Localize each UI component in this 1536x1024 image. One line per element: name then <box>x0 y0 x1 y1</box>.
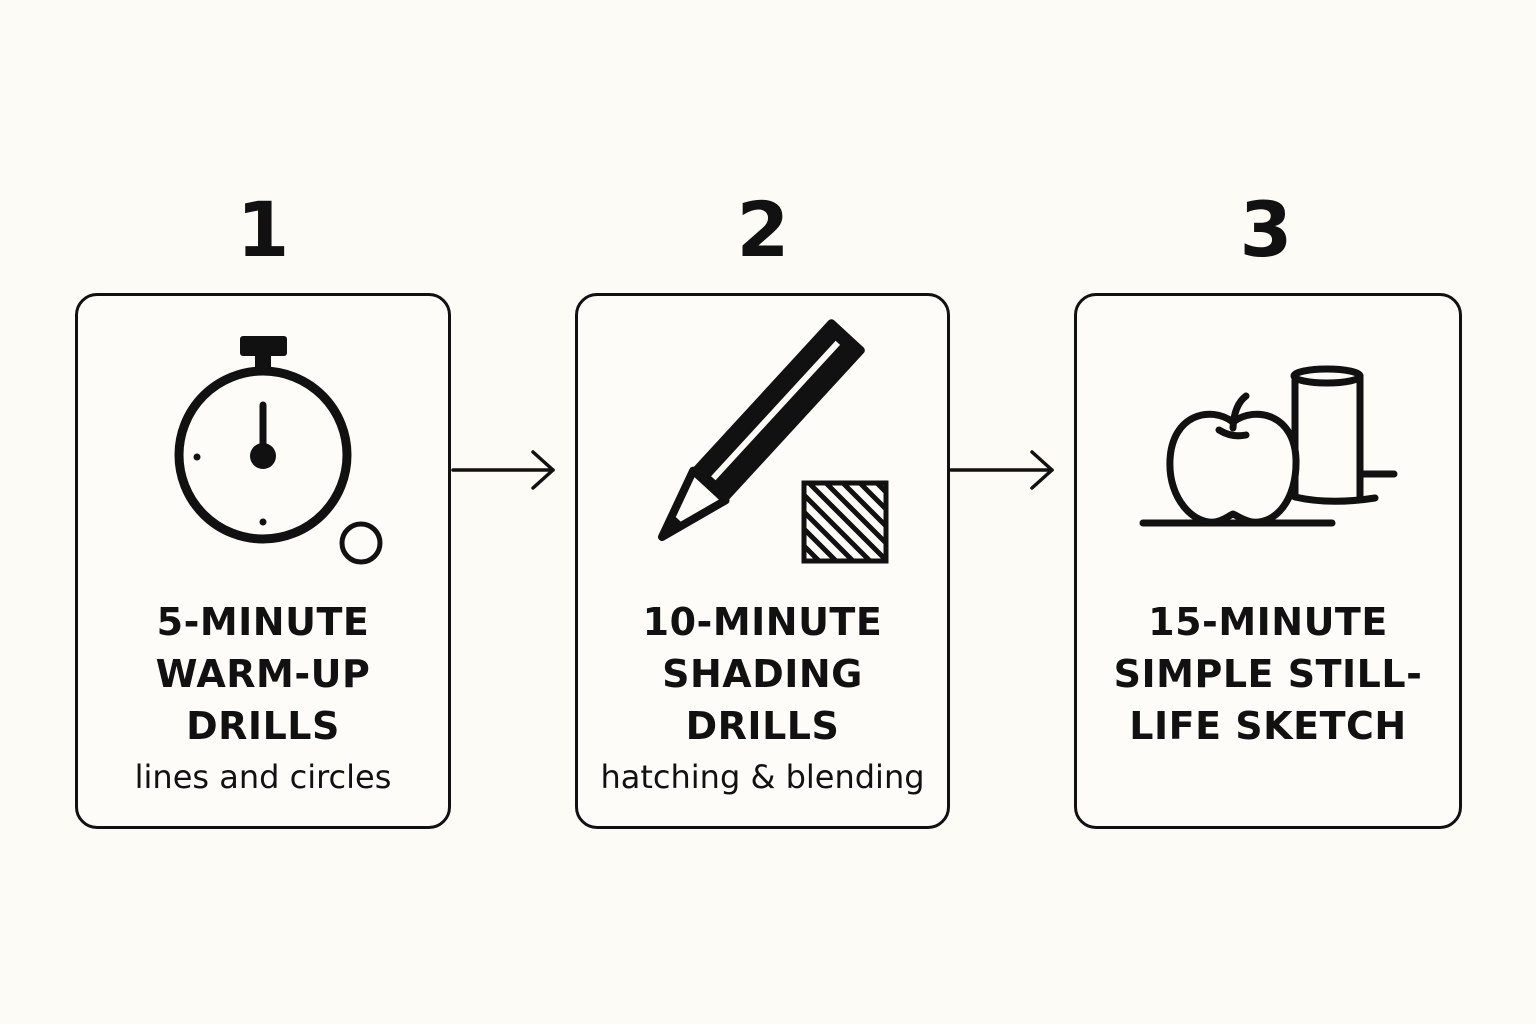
arrow-right-icon <box>451 450 555 490</box>
step-title: 15-MINUTE SIMPLE STILL- LIFE SKETCH <box>1113 600 1423 748</box>
pencil-hatching-icon <box>658 319 889 564</box>
step-title: 5-MINUTE WARM-UP DRILLS <box>155 600 371 748</box>
apple-cylinder-icon <box>1139 365 1398 527</box>
step-card-1: 5-MINUTE WARM-UP DRILLS lines and circle… <box>75 293 451 829</box>
step-card-2: 10-MINUTE SHADING DRILLS hatching & blen… <box>575 293 950 829</box>
step-title: 10-MINUTE SHADING DRILLS <box>642 600 883 748</box>
step-number-1: 1 <box>236 185 290 274</box>
stopwatch-icon <box>174 336 383 565</box>
step-card-3: 15-MINUTE SIMPLE STILL- LIFE SKETCH <box>1074 293 1462 829</box>
step-subtitle: hatching & blending <box>600 758 925 796</box>
arrow-right-icon <box>949 450 1054 490</box>
step-subtitle: lines and circles <box>134 758 392 796</box>
step-number-2: 2 <box>736 185 790 274</box>
step-number-3: 3 <box>1239 185 1293 274</box>
